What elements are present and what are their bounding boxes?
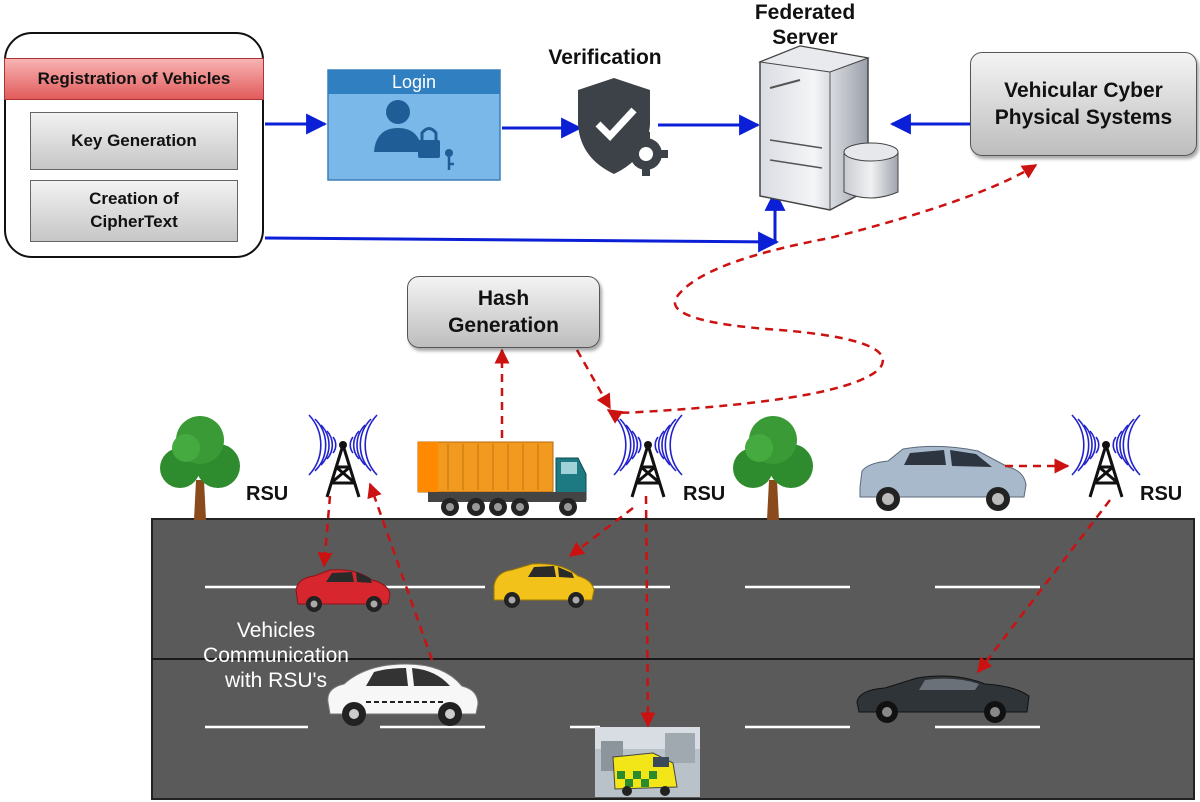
arrow-beetle-to-rsu — [367, 482, 434, 661]
dashed-arrows — [317, 163, 1111, 728]
silver-car-icon — [859, 445, 1027, 511]
red-car-icon — [295, 569, 391, 612]
road-caption: Vehicles Communication with RSU's — [203, 619, 349, 693]
ambulance-icon — [595, 727, 700, 797]
registration-title: Registration of Vehicles — [4, 58, 264, 100]
verification-shield-icon — [578, 78, 668, 176]
rsu-label: RSU — [1140, 483, 1183, 505]
vehicular-cps-box: Vehicular Cyber Physical Systems — [970, 52, 1197, 156]
rsu-tower-icon — [308, 414, 378, 498]
hash-generation-box: Hash Generation — [407, 276, 600, 348]
rsu-tower-icon — [613, 414, 683, 498]
white-car-icon — [327, 663, 479, 726]
ciphertext-item: Creation of CipherText — [30, 180, 238, 242]
login-title: Login — [391, 72, 437, 92]
arrow-rsu-to-ambulance — [640, 495, 656, 728]
yellow-car-icon — [493, 563, 595, 608]
arrow-hash-to-rsu — [575, 349, 612, 410]
database-icon — [843, 142, 899, 199]
rsu-tower-icon — [1071, 414, 1141, 498]
login-panel — [327, 69, 501, 181]
server-icon — [758, 45, 899, 211]
key-generation-item: Key Generation — [30, 112, 238, 170]
user-lock-icon — [374, 100, 454, 170]
arrow-vcps-to-rsu-link — [606, 163, 1038, 424]
rsu-label: RSU — [246, 483, 289, 505]
verification-label: Verification — [548, 46, 662, 69]
arrow-rsu-to-redcar — [317, 495, 333, 568]
dark-car-icon — [856, 675, 1030, 723]
arrow-registration-to-server — [264, 189, 786, 244]
tree-icon — [733, 416, 813, 520]
federated-server-label: Federated Server — [754, 1, 856, 50]
truck-icon — [417, 441, 587, 516]
tree-icon — [160, 416, 240, 520]
rsu-label: RSU — [683, 483, 726, 505]
